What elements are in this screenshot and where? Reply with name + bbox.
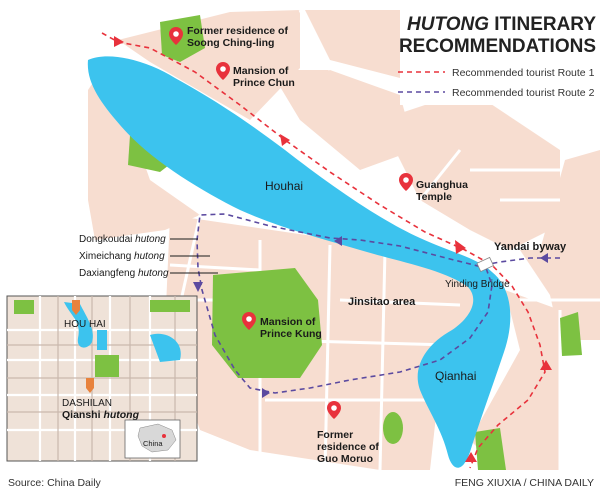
pins bbox=[169, 27, 413, 419]
inset-park bbox=[14, 300, 34, 314]
guo-label-2: residence of bbox=[317, 441, 379, 453]
route-2-line bbox=[196, 213, 560, 394]
source-text: Source: China Daily bbox=[8, 477, 102, 489]
china-label: China bbox=[143, 439, 163, 448]
block bbox=[270, 70, 415, 170]
route-1-arrows bbox=[114, 36, 552, 462]
street bbox=[339, 298, 461, 307]
yinding-bridge-icon bbox=[476, 256, 494, 273]
soong-label-1: Former residence of bbox=[187, 25, 288, 37]
route-1-line bbox=[101, 32, 546, 469]
route-2-arrow bbox=[540, 253, 548, 263]
yinding-label: Yinding Bridge bbox=[445, 279, 510, 290]
soong-pin-icon bbox=[169, 27, 183, 45]
street bbox=[378, 249, 387, 471]
area-labels: Houhai Qianhai Jinsitao area Yinding Bri… bbox=[265, 179, 567, 383]
chun-label-2: Prince Chun bbox=[233, 77, 295, 89]
route-1-arrow bbox=[540, 360, 552, 370]
east-park bbox=[560, 312, 582, 356]
block bbox=[520, 250, 600, 310]
block bbox=[470, 290, 560, 470]
yandai-label: Yandai byway bbox=[494, 241, 567, 253]
route-1-arrow bbox=[465, 452, 477, 462]
small-pond-park bbox=[383, 412, 403, 444]
inset-dashilan-label: DASHILAN bbox=[62, 398, 112, 409]
inset-houhai-label: HOU HAI bbox=[64, 319, 106, 330]
soong-label-2: Soong Ching-ling bbox=[187, 37, 274, 49]
legend-route-2-label: Recommended tourist Route 2 bbox=[452, 87, 595, 99]
place-labels: Former residence of Soong Ching-ling Man… bbox=[187, 25, 468, 465]
guo-pin-icon bbox=[327, 401, 341, 419]
jinsitao-label: Jinsitao area bbox=[348, 296, 416, 308]
qianhai-label: Qianhai bbox=[435, 369, 476, 383]
credit-text: FENG XIUXIA / CHINA DAILY bbox=[455, 477, 594, 489]
street bbox=[418, 149, 462, 201]
soong-garden bbox=[160, 15, 205, 62]
inset-pins bbox=[72, 300, 94, 393]
hutong-callouts: Dongkoudai hutong Ximeichang hutong Daxi… bbox=[79, 234, 218, 279]
route-2-arrows bbox=[193, 236, 548, 398]
legend: Recommended tourist Route 1 Recommended … bbox=[398, 67, 595, 99]
inset-lake bbox=[150, 333, 181, 362]
title-block: HUTONG ITINERARY RECOMMENDATIONS bbox=[399, 14, 596, 57]
lake-water bbox=[87, 56, 511, 468]
title-line-2: RECOMMENDATIONS bbox=[399, 36, 596, 57]
route-1-arrow bbox=[280, 134, 290, 146]
chun-label-1: Mansion of bbox=[233, 65, 289, 77]
guanghua-pin-icon bbox=[399, 173, 413, 191]
inset-map: HOU HAI DASHILAN Qianshi hutong China bbox=[6, 295, 198, 462]
inset-park bbox=[95, 355, 119, 377]
guo-label-1: Former bbox=[317, 429, 353, 441]
guanghua-label-1: Guanghua bbox=[416, 179, 468, 191]
route-1-arrow bbox=[114, 36, 124, 47]
legend-panel bbox=[400, 5, 600, 105]
dongkoudai-label: Dongkoudai hutong bbox=[79, 234, 166, 245]
inset-lake bbox=[64, 302, 93, 348]
china-outline-icon bbox=[137, 423, 177, 453]
route-2-arrow bbox=[334, 236, 342, 246]
street bbox=[298, 9, 332, 71]
beijing-dot-icon bbox=[162, 434, 166, 438]
qianshi-inset-pin-icon bbox=[86, 378, 94, 393]
guo-label-3: Guo Moruo bbox=[317, 453, 373, 465]
guanghua-label-2: Temple bbox=[416, 191, 452, 203]
kung-label-1: Mansion of bbox=[260, 316, 316, 328]
route-2-arrow bbox=[262, 388, 270, 398]
chun-pin-icon bbox=[216, 62, 230, 80]
street bbox=[169, 263, 261, 272]
legend-route-1-label: Recommended tourist Route 1 bbox=[452, 67, 595, 79]
street bbox=[323, 244, 332, 471]
route-1-arrow bbox=[455, 240, 466, 254]
daxiangfeng-label: Daxiangfeng hutong bbox=[79, 268, 169, 279]
south-park bbox=[475, 428, 506, 470]
inset-lake bbox=[97, 330, 107, 350]
kung-pin-icon bbox=[242, 312, 256, 330]
ximeichang-label: Ximeichang hutong bbox=[79, 251, 165, 262]
title-line-1: HUTONG ITINERARY bbox=[407, 14, 596, 35]
route-2-arrow bbox=[193, 282, 203, 292]
inset-qianshi-label: Qianshi hutong bbox=[62, 409, 140, 421]
houhai-inset-pin-icon bbox=[72, 300, 80, 315]
kung-label-2: Prince Kung bbox=[260, 328, 322, 340]
inset-labels: HOU HAI DASHILAN Qianshi hutong bbox=[62, 319, 140, 421]
houhai-label: Houhai bbox=[265, 179, 303, 193]
prince-kung-park bbox=[212, 268, 322, 378]
inset-park bbox=[150, 300, 190, 312]
